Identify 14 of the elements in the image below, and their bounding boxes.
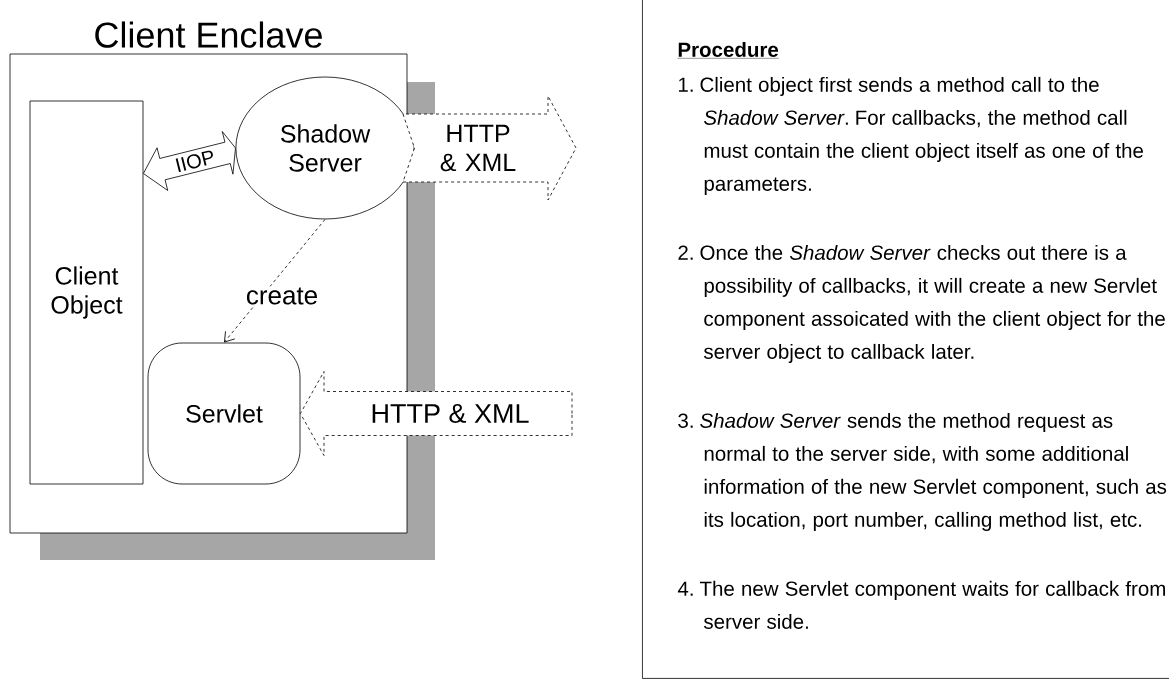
procedure-panel [642,0,1169,679]
edge-label: HTTP & XML [427,123,529,173]
step-text: 3. Shadow Server sends the method request as normal to the server side, with some additional information of the new Servlet component, such as its location, port number, calling method list, etc. [678,412,1167,531]
node-label: Client Enclave [95,21,322,48]
procedure-heading: Procedure [677,41,779,59]
edge-label: HTTP & XML [369,403,531,424]
edge-label: create [244,286,320,306]
arrow [224,219,326,343]
step-text: 1. Client object first sends a method call to the Shadow Server. For callbacks, the method call must contain the client object itself as one of the parameters. [679,76,1143,195]
edge-label: IIOP [172,148,218,174]
servlet-box: Servlet [147,342,301,485]
step-text: 4. The new Servlet component waits for callback from server side. [677,580,1165,629]
object-box: Client Object [29,100,144,485]
step-text: 2. Once the Shadow Server checks out there is a possibility of callbacks, it will create a new Servlet component assoicated with the client object for the server object to callback later. [678,244,1165,363]
